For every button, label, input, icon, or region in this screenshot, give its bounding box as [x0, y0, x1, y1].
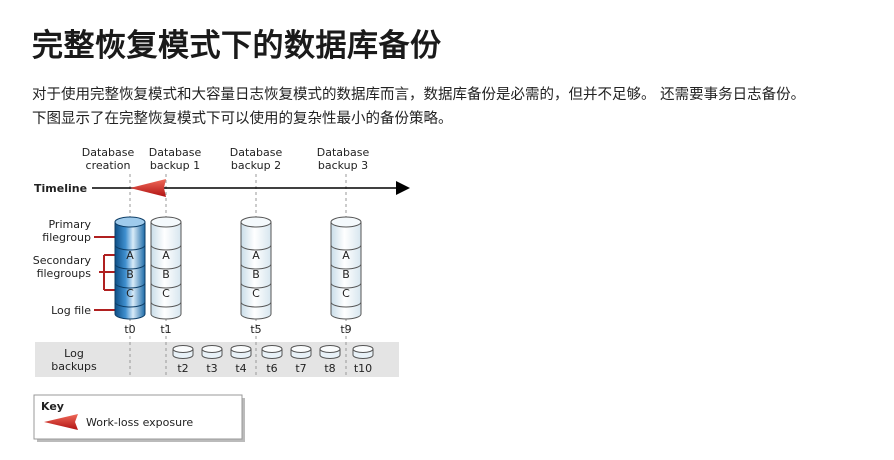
log-backup-disk: t4	[230, 345, 252, 375]
database-cylinder-backup-3: ABC	[330, 216, 362, 320]
key-arrow-icon	[44, 414, 78, 430]
filegroup-letter: A	[126, 249, 134, 262]
label-log-backups-line2: backups	[51, 360, 97, 373]
key-title: Key	[41, 400, 64, 413]
time-label-t9: t9	[340, 323, 351, 336]
label-primary-line1: Primary	[48, 218, 91, 231]
label-connectors	[94, 236, 115, 311]
label-primary-line2: filegroup	[42, 231, 91, 244]
log-backup-time-label: t10	[354, 362, 372, 375]
intro-text: 对于使用完整恢复模式和大容量日志恢复模式的数据库而言，数据库备份是必需的，但并不…	[32, 83, 892, 131]
filegroup-letter: A	[342, 249, 350, 262]
filegroup-letter: C	[162, 287, 170, 300]
log-backup-disk: t3	[201, 345, 223, 375]
log-backup-time-label: t3	[206, 362, 217, 375]
filegroup-letter: A	[252, 249, 260, 262]
log-backup-time-label: t8	[324, 362, 335, 375]
event-backup1-line1: Database	[149, 146, 202, 159]
log-backup-disk: t7	[290, 345, 312, 375]
label-secondary-line2: filegroups	[37, 267, 92, 280]
event-backup3-line1: Database	[317, 146, 370, 159]
database-cylinder-original: ABC	[114, 216, 146, 320]
filegroup-letter: B	[342, 268, 350, 281]
log-backup-disk: t2	[172, 345, 194, 375]
filegroup-letter: B	[126, 268, 134, 281]
filegroup-letter: C	[252, 287, 260, 300]
event-backup3-line2: backup 3	[318, 159, 368, 172]
log-backup-disk: t8	[319, 345, 341, 375]
filegroup-letter: A	[162, 249, 170, 262]
event-creation-line2: creation	[86, 159, 131, 172]
database-cylinder-backup-1: ABC	[150, 216, 182, 320]
event-backup2-line2: backup 2	[231, 159, 281, 172]
event-creation-line1: Database	[82, 146, 135, 159]
label-secondary-line1: Secondary	[33, 254, 92, 267]
filegroup-letter: B	[162, 268, 170, 281]
time-label-t1: t1	[160, 323, 171, 336]
time-label-t5: t5	[250, 323, 261, 336]
log-backup-time-label: t6	[266, 362, 277, 375]
log-backup-disks: t2 t3 t4 t6 t7 t8 t10	[172, 345, 374, 375]
event-backup1-line2: backup 1	[150, 159, 200, 172]
database-cylinder-backup-2: ABC	[240, 216, 272, 320]
event-backup2-line1: Database	[230, 146, 283, 159]
time-label-t0: t0	[124, 323, 135, 336]
log-backup-time-label: t4	[235, 362, 246, 375]
log-backup-time-label: t7	[295, 362, 306, 375]
page-title: 完整恢复模式下的数据库备份	[32, 28, 442, 64]
filegroup-letter: C	[126, 287, 134, 300]
label-log-backups-line1: Log	[64, 347, 84, 360]
guide-lines	[129, 174, 347, 377]
log-backup-disk: t6	[261, 345, 283, 375]
timeline-arrowhead	[396, 181, 410, 195]
filegroup-letter: B	[252, 268, 260, 281]
intro-line-1: 对于使用完整恢复模式和大容量日志恢复模式的数据库而言，数据库备份是必需的，但并不…	[32, 87, 806, 103]
intro-line-2: 下图显示了在完整恢复模式下可以使用的复杂性最小的备份策略。	[32, 111, 453, 127]
filegroup-letter: C	[342, 287, 350, 300]
timeline-label: Timeline	[34, 182, 87, 195]
log-backup-disk: t10	[352, 345, 374, 375]
label-log-file: Log file	[51, 304, 91, 317]
work-loss-exposure-arrow	[130, 179, 166, 197]
key-item-label: Work-loss exposure	[86, 416, 193, 429]
log-backup-time-label: t2	[177, 362, 188, 375]
